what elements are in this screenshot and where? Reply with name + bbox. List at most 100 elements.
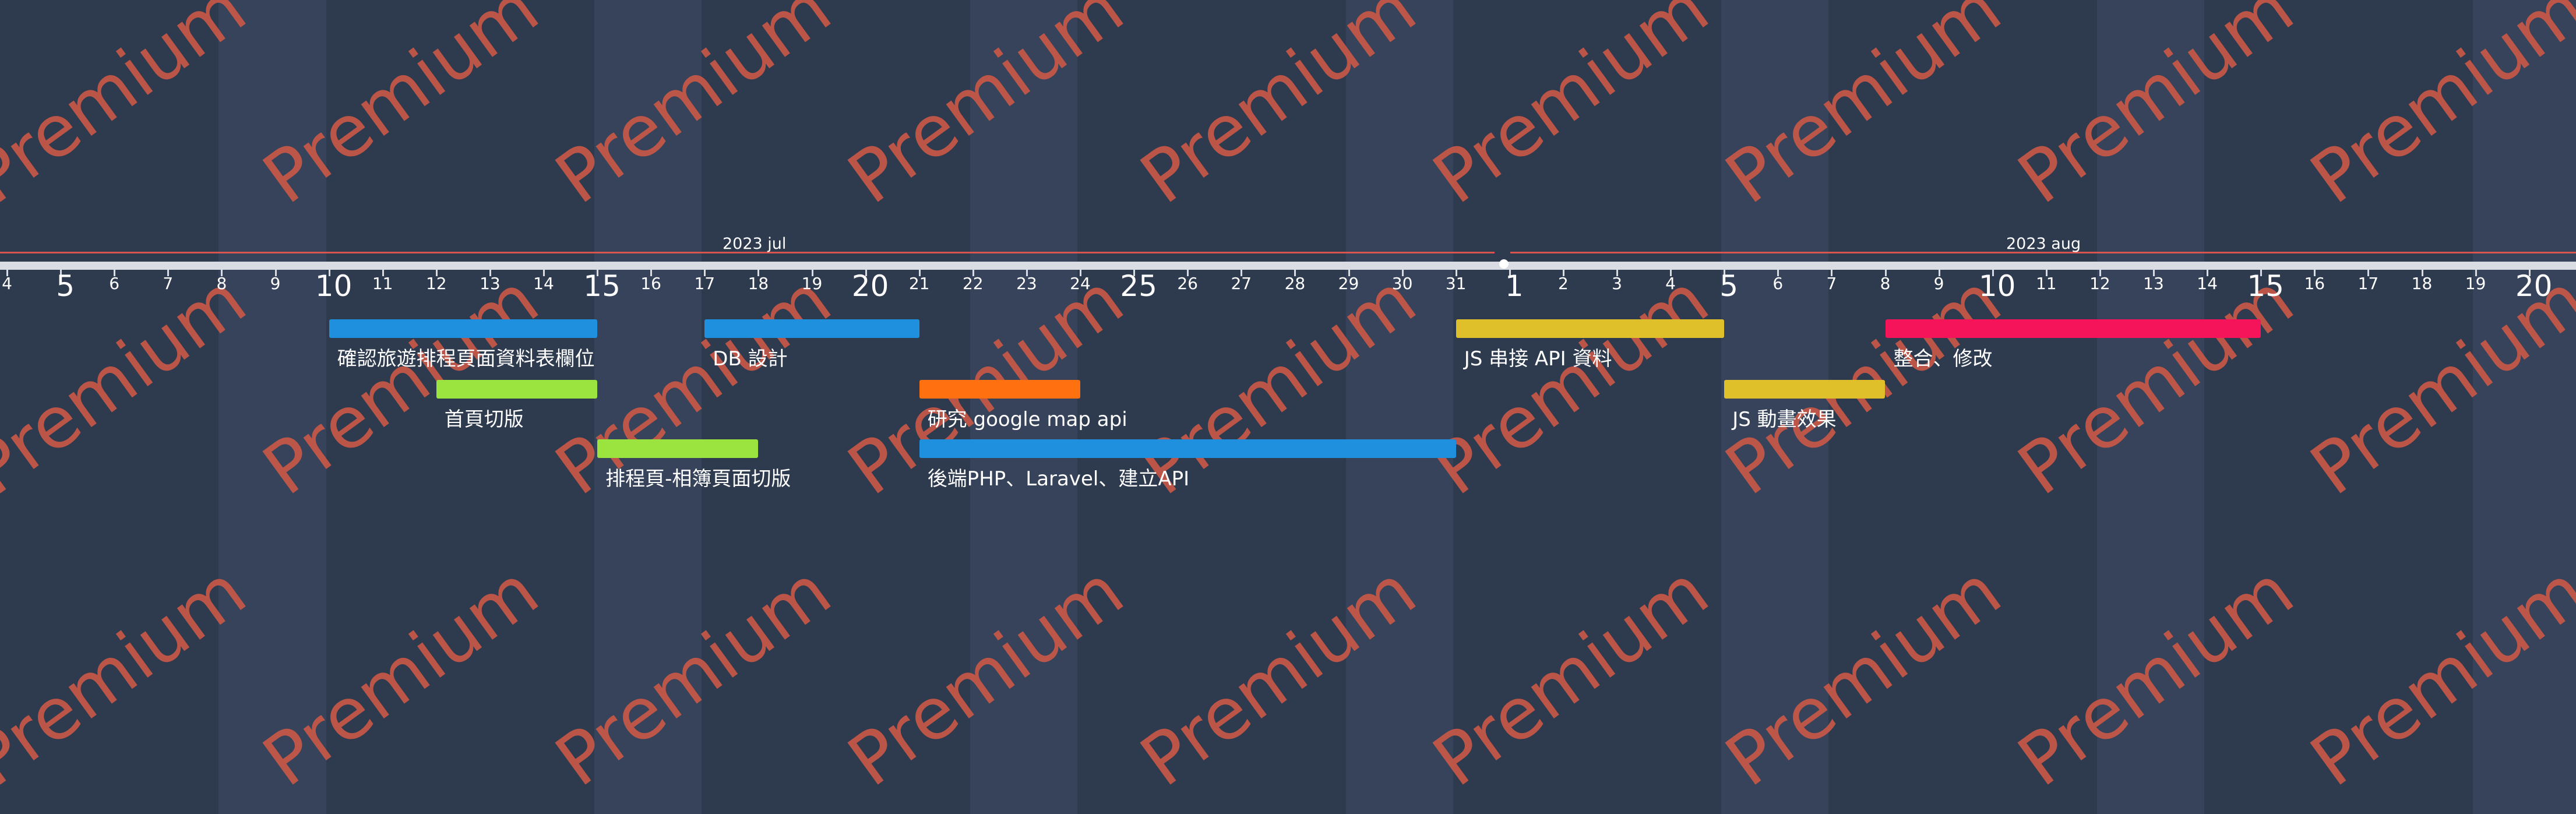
day-label: 31 — [1445, 274, 1467, 293]
watermark-text: Premium — [1418, 258, 1724, 511]
day-label: 24 — [1070, 274, 1091, 293]
day-label: 7 — [1826, 274, 1837, 293]
day-tick — [704, 268, 706, 276]
day-label: 16 — [2304, 274, 2325, 293]
month-bracket-aug — [1510, 252, 2576, 262]
day-tick — [1187, 268, 1189, 276]
day-label: 14 — [533, 274, 554, 293]
weekend-band — [219, 0, 326, 814]
day-label: 20 — [851, 269, 889, 303]
month-bracket-jul — [0, 252, 1495, 262]
day-label: 27 — [1231, 274, 1252, 293]
timeline-item-bar[interactable] — [329, 319, 598, 338]
day-label: 6 — [1772, 274, 1784, 293]
day-tick — [2475, 268, 2477, 276]
day-label: 28 — [1284, 274, 1306, 293]
timeline-item-label[interactable]: 確認旅遊排程頁面資料表欄位 — [337, 347, 595, 371]
day-tick — [1670, 268, 1672, 276]
day-label: 19 — [801, 274, 823, 293]
day-label: 30 — [1391, 274, 1413, 293]
timeline-item-bar[interactable] — [919, 439, 1456, 458]
day-tick — [1455, 268, 1457, 276]
day-label: 18 — [748, 274, 769, 293]
day-label: 20 — [2515, 269, 2553, 303]
watermark-text: Premium — [1418, 549, 1724, 802]
time-axis[interactable] — [0, 262, 2576, 270]
timeline-item-bar[interactable] — [704, 319, 919, 338]
weekend-band — [594, 0, 702, 814]
day-label: 29 — [1338, 274, 1359, 293]
day-label: 23 — [1016, 274, 1037, 293]
day-tick — [274, 268, 277, 276]
timeline-item-bar[interactable] — [1724, 380, 1886, 399]
day-tick — [972, 268, 974, 276]
day-tick — [757, 268, 760, 276]
day-tick — [2045, 268, 2048, 276]
day-label: 3 — [1612, 274, 1622, 293]
watermark-text: Premium — [1418, 0, 1724, 220]
day-label: 2 — [1557, 274, 1569, 293]
day-label: 9 — [1933, 274, 1944, 293]
timeline-item-label[interactable]: JS 動畫效果 — [1732, 408, 1837, 431]
day-label: 16 — [640, 274, 662, 293]
timeline-item-label[interactable]: 整合、修改 — [1893, 347, 1993, 371]
timeline-item-bar[interactable] — [1885, 319, 2261, 338]
day-label: 11 — [372, 274, 393, 293]
day-tick — [114, 268, 116, 276]
day-tick — [865, 268, 867, 276]
day-label: 6 — [109, 274, 120, 293]
day-label: 10 — [1978, 269, 2016, 303]
day-tick — [6, 268, 8, 276]
month-boundary-marker — [1499, 259, 1509, 269]
day-label: 17 — [2357, 274, 2379, 293]
day-tick — [1133, 268, 1136, 276]
day-label: 7 — [163, 274, 174, 293]
timeline-item-label[interactable]: 後端PHP、Laravel、建立API — [927, 467, 1190, 491]
day-tick — [2153, 268, 2155, 276]
day-label: 18 — [2411, 274, 2433, 293]
day-tick — [597, 268, 599, 276]
day-tick — [1831, 268, 1833, 276]
day-tick — [382, 268, 384, 276]
timeline-item-bar[interactable] — [919, 380, 1080, 399]
day-label: 14 — [2197, 274, 2218, 293]
timeline-item-bar[interactable] — [436, 380, 598, 399]
day-label: 19 — [2465, 274, 2486, 293]
day-tick — [1026, 268, 1028, 276]
day-tick — [60, 268, 62, 276]
timeline-item-label[interactable]: 首頁切版 — [444, 408, 524, 431]
weekend-band — [2472, 0, 2576, 814]
day-label: 10 — [315, 269, 353, 303]
day-label: 17 — [694, 274, 716, 293]
timeline-item-bar[interactable] — [1456, 319, 1725, 338]
day-tick — [811, 268, 813, 276]
day-tick — [1938, 268, 1940, 276]
day-tick — [328, 268, 330, 276]
day-label: 5 — [56, 269, 75, 303]
day-tick — [167, 268, 170, 276]
day-label: 13 — [480, 274, 501, 293]
day-tick — [1616, 268, 1618, 276]
day-label: 9 — [270, 274, 281, 293]
timeline-item-label[interactable]: 研究 google map api — [927, 408, 1127, 431]
day-label: 4 — [1665, 274, 1676, 293]
day-tick — [221, 268, 223, 276]
day-label: 8 — [216, 274, 227, 293]
day-label: 15 — [583, 269, 621, 303]
timeline-item-label[interactable]: JS 串接 API 資料 — [1464, 347, 1612, 371]
day-tick — [2528, 268, 2531, 276]
timeline-item-label[interactable]: 排程頁-相簿頁面切版 — [605, 467, 791, 491]
day-label: 25 — [1120, 269, 1157, 303]
day-tick — [489, 268, 491, 276]
day-tick — [543, 268, 545, 276]
day-tick — [435, 268, 438, 276]
day-tick — [1562, 268, 1564, 276]
day-tick — [1724, 268, 1726, 276]
timeline-item-label[interactable]: DB 設計 — [713, 347, 788, 371]
day-tick — [2099, 268, 2101, 276]
weekend-band — [1721, 0, 1829, 814]
day-label: 8 — [1880, 274, 1891, 293]
day-tick — [2421, 268, 2423, 276]
timeline-item-bar[interactable] — [597, 439, 759, 458]
